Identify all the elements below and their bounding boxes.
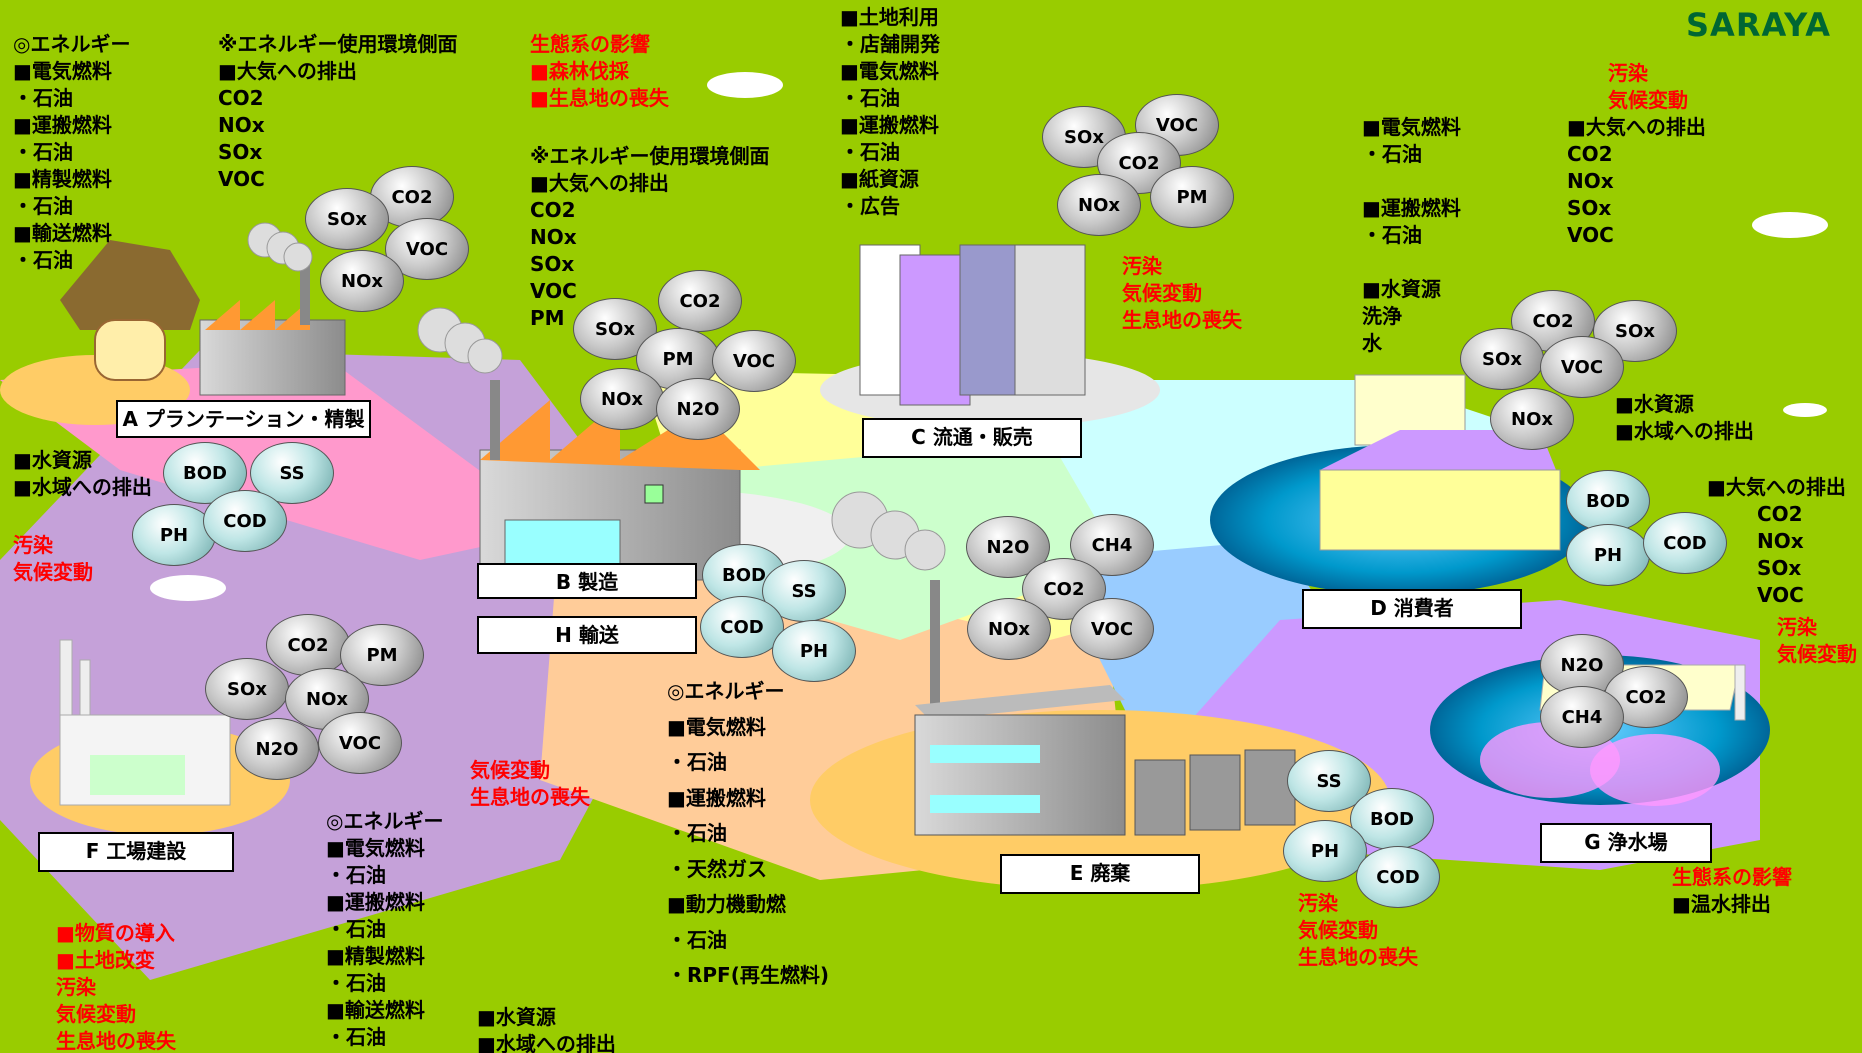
bubble-a-co2: CO2 [370, 166, 454, 228]
bubble-g-ch4: CH4 [1540, 686, 1624, 748]
bubble-c-pm: PM [1150, 166, 1234, 228]
text-e-effects: 汚染気候変動生息地の喪失 [1298, 891, 1418, 969]
disposal-plant [914, 580, 1296, 836]
bubble-aw-ph: PH [132, 504, 216, 566]
bubble-b-voc: VOC [712, 330, 796, 392]
construction-factory [59, 639, 231, 806]
clouds [150, 72, 1828, 601]
text-c-effects: 汚染気候変動生息地の喪失 [1122, 254, 1242, 332]
stage-label-e: E 廃棄 [1000, 854, 1200, 894]
text-c-top: ■土地利用・店舗開発■電気燃料 ・石油■運搬燃料・石油 ■紙資源・広告 [840, 5, 940, 218]
bubble-bw-ss: SS [762, 560, 846, 622]
bubble-b-nox: NOx [580, 368, 664, 430]
bubble-gw-cod: COD [1356, 846, 1440, 908]
bubble-dw-ph: PH [1566, 524, 1650, 586]
text-f-effects: ■物質の導入■土地改変汚染 気候変動生息地の喪失 [56, 921, 176, 1053]
bubble-a-sox: SOx [305, 188, 389, 250]
retail-buildings [859, 244, 1086, 406]
bubble-f-co2: CO2 [266, 614, 350, 676]
text-f-water: ■水資源■水域への排出 [477, 1005, 616, 1053]
stage-label-c: C 流通・販売 [862, 418, 1082, 458]
text-e-energy: ◎エネルギー■電気燃料・石油 ■運搬燃料・石油・天然ガス ■動力機動燃・石油・R… [667, 679, 830, 987]
text-g-eco: 生態系の影響 ■温水排出 [1672, 865, 1792, 916]
bubble-f-n2o: N2O [235, 718, 319, 780]
text-a-eco: 生態系の影響■森林伐採■生息地の喪失 [530, 32, 669, 110]
bubble-f-voc: VOC [318, 712, 402, 774]
bubble-a-nox: NOx [320, 250, 404, 312]
text-a-effects: 汚染気候変動 [13, 533, 93, 584]
text-g-air: ■大気への排出 CO2 NOx SOx VOC [1707, 475, 1846, 607]
bubble-g-co2: CO2 [1604, 666, 1688, 728]
consumer-house [1319, 374, 1561, 551]
bubble-b-n2o: N2O [656, 378, 740, 440]
text-g-effects: 汚染気候変動 [1777, 615, 1857, 666]
stage-label-h: H 輸送 [477, 616, 697, 654]
smoke-puffs [247, 222, 946, 571]
text-d-energy: ■電気燃料・石油 ■運搬燃料・石油 ■水資源 洗浄 水 [1362, 115, 1461, 355]
bubble-e-voc: VOC [1070, 598, 1154, 660]
saraya-logo: SARAYA [1686, 6, 1832, 44]
bubble-b-co2: CO2 [658, 270, 742, 332]
stage-label-a: A プランテーション・精製 [116, 400, 371, 438]
stage-label-g: G 浄水場 [1540, 823, 1712, 863]
stage-label-b: B 製造 [477, 563, 697, 599]
bubble-bw-cod: COD [700, 596, 784, 658]
bubble-d-sox2: SOx [1593, 300, 1677, 362]
bubble-aw-cod: COD [203, 490, 287, 552]
bubble-d-voc: VOC [1540, 336, 1624, 398]
text-d-water: ■水資源■水域への排出 [1615, 392, 1754, 443]
bubble-f-sox: SOx [205, 658, 289, 720]
text-a-energy: ◎エネルギー■電気燃料・石油 ■運搬燃料・石油■精製燃料 ・石油■輸送燃料・石油 [13, 32, 131, 272]
bubble-c-sox: SOx [1042, 106, 1126, 168]
stage-label-d: D 消費者 [1302, 589, 1522, 629]
text-f-mid: 気候変動生息地の喪失 [470, 758, 590, 809]
stage-label-f: F 工場建設 [38, 832, 234, 872]
bubble-d-nox: NOx [1490, 388, 1574, 450]
bubble-dw-bod: BOD [1566, 470, 1650, 532]
bubble-d-sox: SOx [1460, 328, 1544, 390]
factory-a [199, 255, 346, 396]
bubble-gw-ph: PH [1283, 820, 1367, 882]
text-d-effects: 汚染気候変動 [1608, 61, 1688, 112]
bubble-e-nox: NOx [967, 598, 1051, 660]
text-f-energy: ◎エネルギー■電気燃料・石油 ■運搬燃料・石油■精製燃料 ・石油■輸送燃料・石油 [326, 809, 444, 1049]
palm-tree-illustration [60, 240, 200, 381]
bubble-dw-cod: COD [1643, 512, 1727, 574]
bubble-bw-ph: PH [772, 620, 856, 682]
text-a-water: ■水資源■水域への排出 [13, 448, 152, 499]
bubble-c-nox: NOx [1057, 174, 1141, 236]
